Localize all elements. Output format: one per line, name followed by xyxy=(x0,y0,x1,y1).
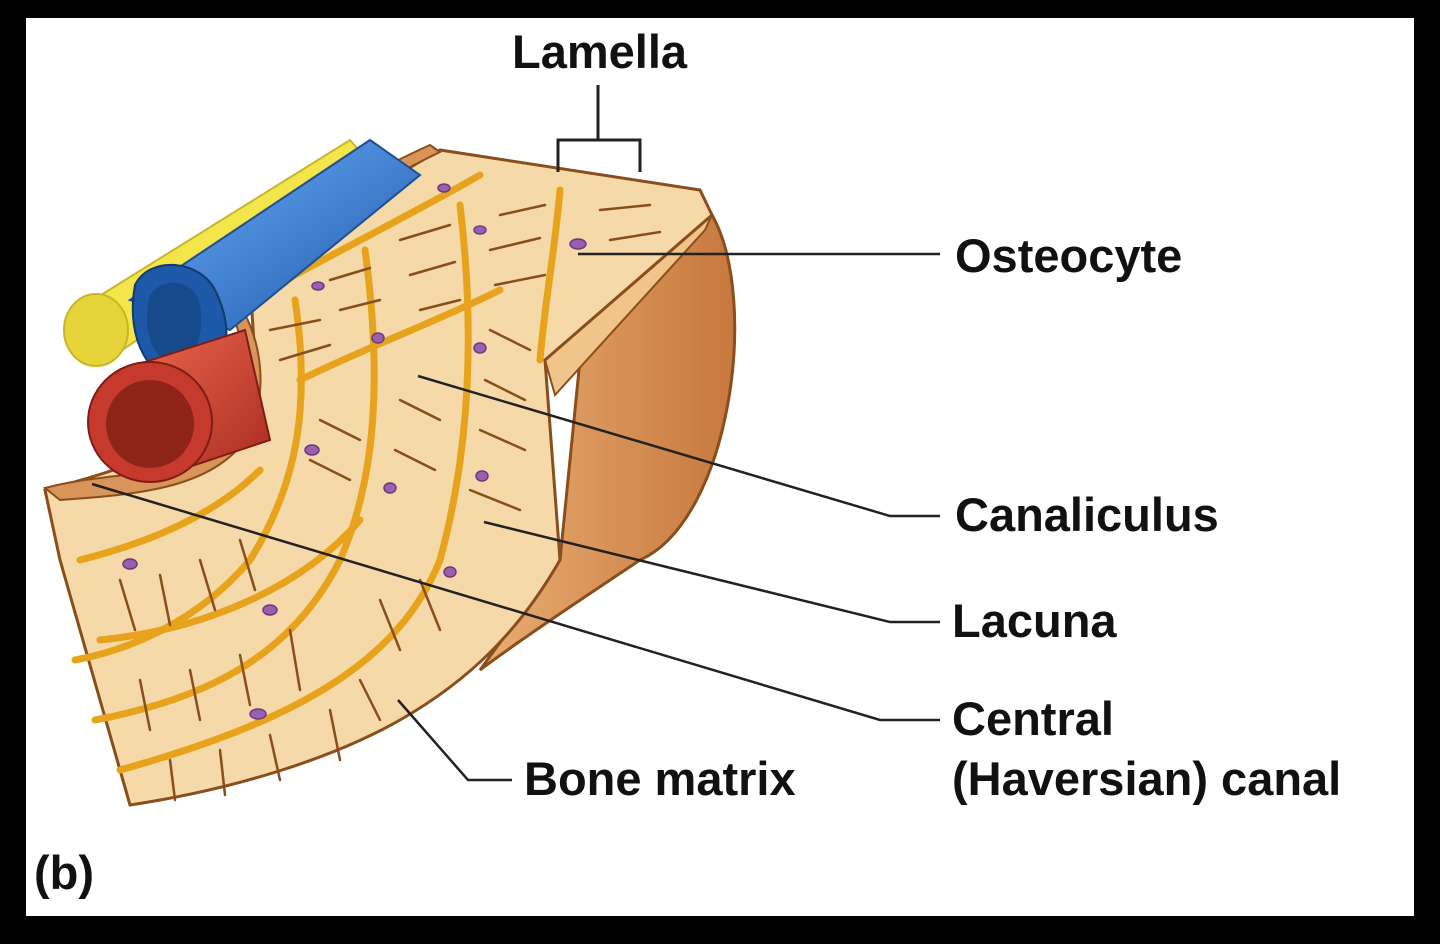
central-canal-label-line2: (Haversian) canal xyxy=(952,752,1342,805)
canaliculus-leader xyxy=(417,374,940,518)
panel-letter: (b) xyxy=(34,846,95,899)
lamella-bracket xyxy=(556,85,642,172)
lamella-label: Lamella xyxy=(512,25,688,78)
bone-side-face xyxy=(478,212,737,672)
lacuna-leader xyxy=(483,520,940,624)
leader-lines xyxy=(91,252,940,782)
osteocytes xyxy=(122,183,587,720)
central-canal-label: Central xyxy=(952,692,1114,745)
central-canal-leader xyxy=(91,482,940,722)
bone-matrix-leader xyxy=(397,699,512,782)
artery xyxy=(87,328,272,483)
bone-matrix-label: Bone matrix xyxy=(524,752,796,805)
osteocyte-label: Osteocyte xyxy=(955,229,1183,282)
lacuna-label: Lacuna xyxy=(952,594,1117,647)
bone-matrix-texture xyxy=(118,203,662,802)
canaliculus-label: Canaliculus xyxy=(955,488,1219,541)
